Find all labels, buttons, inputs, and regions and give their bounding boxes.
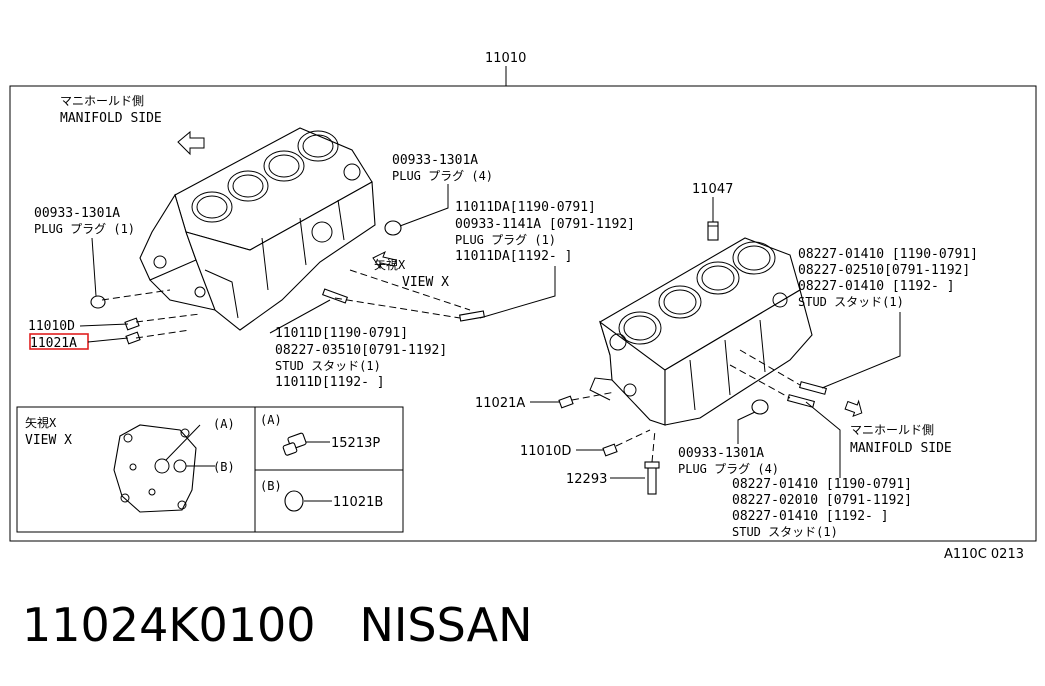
box-label-a: (A) — [260, 413, 282, 427]
inset-label-a: (A) — [213, 417, 235, 431]
plug-left-icon — [90, 295, 106, 309]
view-x-gasket-icon — [113, 424, 197, 513]
callout-11021a-left: 11021A — [30, 336, 77, 351]
manifold-side-label-r-en: MANIFOLD SIDE — [850, 441, 952, 456]
footer-brand: NISSAN — [359, 598, 533, 652]
callout-mid-line-4: 11011DA[1192- ] — [455, 249, 572, 264]
inset-view-label-en: VIEW X — [25, 433, 72, 448]
view-x-arrow-icon — [372, 250, 397, 270]
callout-11047: 11047 — [692, 182, 733, 197]
inset-label-b: (B) — [213, 460, 235, 474]
cylinder-block-right-icon — [589, 237, 813, 426]
callout-r-11010d: 11010D — [520, 444, 571, 459]
callout-r-12293: 12293 — [566, 472, 607, 487]
dowel-left-icon — [124, 317, 141, 345]
cylinder-block-left-icon — [139, 127, 376, 331]
manifold-side-label-jp: マニホールド側 — [60, 94, 144, 108]
callout-plug-top-number: 00933-1301A — [392, 153, 478, 168]
callout-plug-top-name: PLUG プラグ (4) — [392, 169, 493, 183]
stud-left-icon — [321, 288, 485, 322]
manifold-side-label-r-jp: マニホールド側 — [850, 423, 934, 437]
callout-r-plug-number: 00933-1301A — [678, 446, 764, 461]
part-footer: 11024K0100 NISSAN — [22, 598, 533, 652]
plug-top-icon — [384, 220, 402, 236]
callout-r-bot-line-2: 08227-02010 [0791-1192] — [732, 493, 912, 508]
part-15213p-label: 15213P — [331, 436, 380, 451]
box-label-b: (B) — [260, 479, 282, 493]
callout-r-stud-line-4: STUD スタッド(1) — [798, 295, 904, 309]
plug-15213p-icon — [282, 432, 307, 456]
callout-plug-left-number: 00933-1301A — [34, 206, 120, 221]
callout-mid-line-2: 00933-1141A [0791-1192] — [455, 217, 635, 232]
callout-r-stud-line-1: 08227-01410 [1190-0791] — [798, 247, 978, 262]
callout-11010d-left: 11010D — [28, 319, 75, 334]
callout-r-stud-line-3: 08227-01410 [1192- ] — [798, 279, 955, 294]
stud-11047-icon — [707, 221, 719, 241]
callout-stud-line-1: 11011D[1190-0791] — [275, 326, 408, 341]
stud-right-icon — [786, 381, 828, 408]
callout-plug-left-name: PLUG プラグ (1) — [34, 222, 135, 236]
reference-code: A110C 0213 — [944, 547, 1024, 562]
diagram-frame — [9, 85, 1037, 542]
callout-stud-line-3: STUD スタッド(1) — [275, 359, 381, 373]
callout-stud-line-4: 11011D[1192- ] — [275, 375, 385, 390]
callout-r-bot-line-4: STUD スタッド(1) — [732, 525, 838, 539]
plug-right-icon — [751, 399, 769, 415]
footer-part-number: 11024K0100 — [22, 598, 316, 652]
view-x-label-en: VIEW X — [402, 275, 449, 290]
callout-mid-line-1: 11011DA[1190-0791] — [455, 200, 596, 215]
manifold-side-arrow-icon — [844, 399, 863, 418]
callout-r-bot-line-1: 08227-01410 [1190-0791] — [732, 477, 912, 492]
callout-mid-line-3: PLUG プラグ (1) — [455, 233, 556, 247]
callout-r-plug-name: PLUG プラグ (4) — [678, 462, 779, 476]
callout-stud-line-2: 08227-03510[0791-1192] — [275, 343, 447, 358]
view-x-label-jp: 矢視X — [374, 257, 406, 272]
inset-view-label-jp: 矢視X — [25, 415, 57, 430]
direction-arrow-icon — [177, 130, 205, 156]
callout-r-stud-line-2: 08227-02510[0791-1192] — [798, 263, 970, 278]
manifold-side-label-en: MANIFOLD SIDE — [60, 111, 162, 126]
callout-r-11021a: 11021A — [475, 396, 525, 411]
assembly-number: 11010 — [485, 51, 526, 66]
dowel-right-icon — [558, 395, 618, 457]
plug-11021b-icon — [284, 490, 304, 512]
callout-r-bot-line-3: 08227-01410 [1192- ] — [732, 509, 889, 524]
bolt-12293-icon — [644, 461, 660, 495]
part-11021b-label: 11021B — [333, 495, 383, 510]
